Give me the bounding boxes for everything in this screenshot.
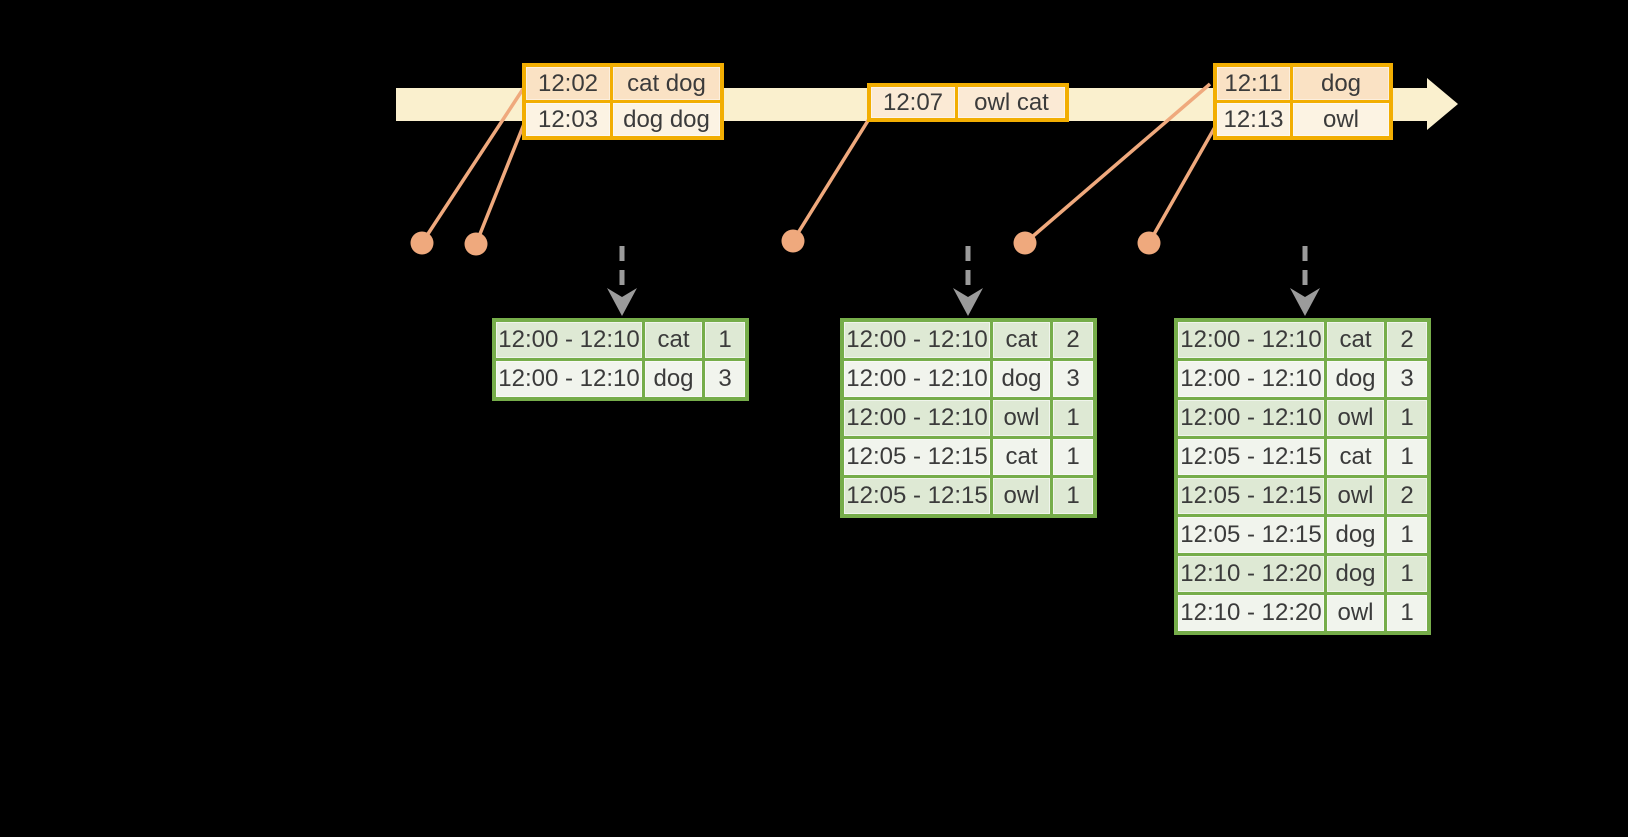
connector-line <box>791 118 871 242</box>
event-time: 12:07 <box>871 87 955 118</box>
result-count: 1 <box>1387 439 1427 475</box>
result-window: 12:00 - 12:10 <box>1178 400 1324 436</box>
result-word: dog <box>1327 517 1384 553</box>
result-count: 1 <box>1387 517 1427 553</box>
result-count: 3 <box>1387 361 1427 397</box>
result-count: 1 <box>1387 595 1427 631</box>
result-window: 12:00 - 12:10 <box>496 361 642 397</box>
result-count: 3 <box>1053 361 1093 397</box>
result-word: cat <box>645 322 702 358</box>
result-count: 2 <box>1387 478 1427 514</box>
result-window: 12:05 - 12:15 <box>844 478 990 514</box>
event-time: 12:11 <box>1217 67 1290 100</box>
result-word: dog <box>645 361 702 397</box>
event-table-1: 12:02 cat dog 12:03 dog dog <box>522 63 724 140</box>
result-count: 1 <box>1387 556 1427 592</box>
event-dot <box>781 229 805 253</box>
event-dot <box>1013 231 1037 255</box>
down-arrowhead-icon <box>607 288 637 316</box>
result-count: 1 <box>1053 439 1093 475</box>
result-word: cat <box>993 322 1050 358</box>
timeline-arrowhead-icon <box>1427 78 1458 130</box>
result-word: owl <box>993 400 1050 436</box>
result-window: 12:00 - 12:10 <box>1178 322 1324 358</box>
result-count: 2 <box>1387 322 1427 358</box>
result-window: 12:10 - 12:20 <box>1178 556 1324 592</box>
event-dot <box>1137 231 1161 255</box>
result-count: 1 <box>705 322 745 358</box>
event-time: 12:03 <box>526 103 610 136</box>
connector-line <box>1147 126 1217 244</box>
result-word: owl <box>993 478 1050 514</box>
event-words: owl <box>1293 103 1389 136</box>
result-table-3: 12:00 - 12:10 cat 2 12:00 - 12:10 dog 3 … <box>1174 318 1431 635</box>
event-table-2: 12:07 owl cat <box>867 83 1069 122</box>
result-word: dog <box>993 361 1050 397</box>
result-window: 12:10 - 12:20 <box>1178 595 1324 631</box>
result-window: 12:05 - 12:15 <box>1178 439 1324 475</box>
result-word: cat <box>1327 322 1384 358</box>
event-time: 12:13 <box>1217 103 1290 136</box>
result-count: 1 <box>1053 400 1093 436</box>
event-words: dog dog <box>613 103 720 136</box>
result-count: 2 <box>1053 322 1093 358</box>
result-word: dog <box>1327 361 1384 397</box>
result-count: 3 <box>705 361 745 397</box>
down-arrowhead-icon <box>953 288 983 316</box>
result-word: cat <box>993 439 1050 475</box>
result-window: 12:00 - 12:10 <box>496 322 642 358</box>
event-words: dog <box>1293 67 1389 100</box>
event-time: 12:02 <box>526 67 610 100</box>
connector-line <box>474 123 526 245</box>
result-window: 12:05 - 12:15 <box>1178 478 1324 514</box>
result-window: 12:00 - 12:10 <box>1178 361 1324 397</box>
event-table-3: 12:11 dog 12:13 owl <box>1213 63 1393 140</box>
result-word: owl <box>1327 478 1384 514</box>
result-count: 1 <box>1387 400 1427 436</box>
down-arrowhead-icon <box>1290 288 1320 316</box>
result-window: 12:00 - 12:10 <box>844 361 990 397</box>
result-window: 12:05 - 12:15 <box>1178 517 1324 553</box>
result-count: 1 <box>1053 478 1093 514</box>
result-window: 12:00 - 12:10 <box>844 400 990 436</box>
event-dot <box>464 232 488 256</box>
result-table-1: 12:00 - 12:10 cat 1 12:00 - 12:10 dog 3 <box>492 318 749 401</box>
event-words: owl cat <box>958 87 1065 118</box>
result-table-2: 12:00 - 12:10 cat 2 12:00 - 12:10 dog 3 … <box>840 318 1097 518</box>
event-words: cat dog <box>613 67 720 100</box>
result-word: owl <box>1327 400 1384 436</box>
event-dot <box>410 231 434 255</box>
result-window: 12:05 - 12:15 <box>844 439 990 475</box>
result-window: 12:00 - 12:10 <box>844 322 990 358</box>
result-word: owl <box>1327 595 1384 631</box>
result-word: cat <box>1327 439 1384 475</box>
result-word: dog <box>1327 556 1384 592</box>
